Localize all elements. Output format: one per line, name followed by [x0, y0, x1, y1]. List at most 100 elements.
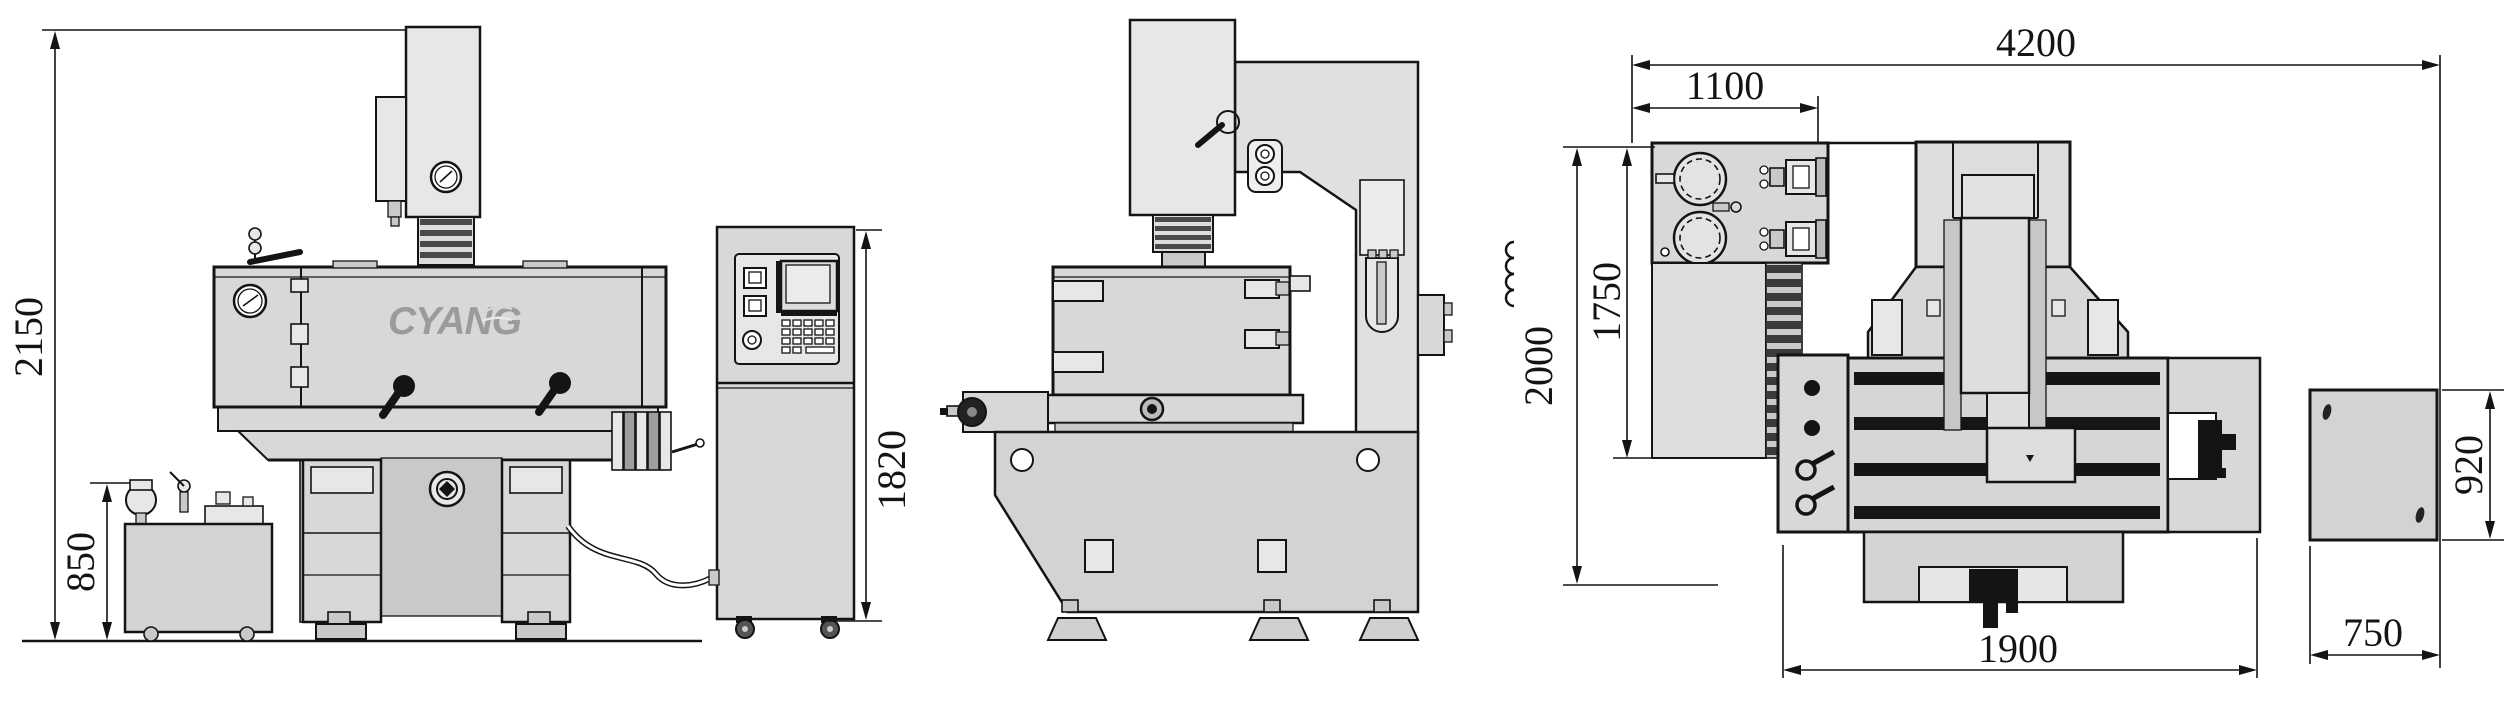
- hook-lever: [1795, 494, 1817, 516]
- dim-label-overall-width: 4200: [1996, 20, 2076, 65]
- control-knob: [742, 330, 762, 350]
- control-cabinet-front: [708, 225, 856, 639]
- machine-stand: [217, 403, 713, 640]
- tank-clamp: [1244, 279, 1280, 299]
- work-tank-body: [212, 265, 668, 409]
- dielectric-tank-unit: [123, 471, 274, 642]
- arrowhead: [50, 622, 60, 640]
- arrowhead: [2485, 521, 2495, 539]
- dim-machine-depth: 1750: [1584, 148, 1658, 459]
- cabinet-dot: [2415, 507, 2425, 523]
- clamp-knob: [549, 372, 571, 394]
- panel-dot: [1804, 420, 1820, 436]
- machine-head: [375, 25, 482, 294]
- door-latch: [290, 278, 309, 293]
- pipe-block: [204, 505, 264, 525]
- ram-plan: [1943, 216, 2077, 484]
- pump-motor-plan: [1759, 219, 1827, 259]
- clamp-knob: [393, 375, 415, 397]
- arrowhead: [1632, 103, 1650, 113]
- arrowhead: [50, 31, 60, 49]
- dim-controller-width: 750: [2309, 546, 2440, 664]
- handwheel: [428, 470, 466, 508]
- dim-overall-width: 4200: [1631, 20, 2441, 668]
- brand-logo: CYANG: [388, 300, 523, 343]
- arrowhead: [2422, 60, 2440, 70]
- crank-handle: [671, 442, 699, 454]
- dim-overall-height: 2150: [6, 29, 407, 640]
- controller-plan: [2308, 388, 2439, 542]
- arrowhead: [1632, 60, 1650, 70]
- top-plan-view: 4200 1100 2000 1750: [1516, 20, 2504, 678]
- leveling-foot: [315, 623, 367, 640]
- door-hinge: [290, 323, 309, 345]
- arrowhead: [861, 602, 871, 620]
- dim-overall-depth: 2000: [1516, 146, 1718, 586]
- dim-label-overall-height: 2150: [6, 297, 51, 377]
- tank-plan: [1651, 262, 1767, 459]
- dim-label-cabinet-height: 1820: [869, 430, 914, 510]
- filter-stack: [611, 411, 705, 471]
- arrowhead: [2422, 650, 2440, 660]
- dim-label-controller-depth: 920: [2446, 435, 2491, 495]
- arrowhead: [1572, 566, 1582, 584]
- filter-unit-plan: [1650, 141, 1830, 266]
- cable-inlet: [708, 569, 720, 586]
- arrowhead: [2485, 391, 2495, 409]
- work-tank-side: [1051, 265, 1311, 397]
- t-slot: [1854, 506, 2160, 519]
- arrowhead: [861, 231, 871, 249]
- rear-connector-box: [1417, 294, 1445, 356]
- arrowhead: [2310, 650, 2328, 660]
- dim-controller-depth: 920: [2442, 389, 2504, 541]
- head-box-side: [1128, 18, 1237, 217]
- cross-feed-unit: [940, 391, 1049, 433]
- right-wing-plan: [2166, 356, 2262, 534]
- tank-foot: [239, 626, 255, 642]
- dim-tank-unit-height: 850: [58, 482, 148, 640]
- dim-base-width: 1900: [1782, 538, 2258, 678]
- arrowhead: [1622, 440, 1632, 458]
- leveling-foot: [515, 623, 567, 640]
- work-tank: CYANG: [212, 227, 668, 419]
- table-slab: [1043, 393, 1305, 425]
- dim-label-controller-width: 750: [2343, 610, 2403, 655]
- leveling-foot: [1248, 617, 1310, 641]
- hook-lever: [1795, 459, 1817, 481]
- tank-clamp: [1244, 329, 1280, 349]
- arrowhead: [1800, 103, 1818, 113]
- dim-label-overall-depth: 2000: [1516, 326, 1561, 406]
- base-hole: [1356, 448, 1380, 472]
- logo-swirl: [483, 305, 513, 314]
- tank-lever: [247, 227, 303, 265]
- arrowhead: [102, 622, 112, 640]
- base-hole: [1010, 448, 1034, 472]
- column-panel: [1359, 179, 1405, 256]
- dim-label-base-width: 1900: [1978, 626, 2058, 671]
- dim-filter-unit-width: 1100: [1632, 63, 1819, 143]
- machine-base-side: [993, 430, 1420, 641]
- panel-dot: [1804, 380, 1820, 396]
- side-accessory-panel: [1776, 353, 1850, 534]
- filter-lid: [1672, 151, 1728, 207]
- arrowhead: [1783, 665, 1801, 675]
- tank-body: [123, 522, 274, 634]
- side-view: [940, 18, 1515, 641]
- arrowhead: [2239, 665, 2257, 675]
- arrowhead: [1572, 148, 1582, 166]
- column-bracket: [1365, 249, 1399, 333]
- pump-motor-plan: [1759, 157, 1827, 197]
- dim-cabinet-height: 1820: [828, 229, 914, 622]
- power-cable: [565, 524, 713, 589]
- bed-lower-block: [1862, 530, 2125, 628]
- dim-label-machine-depth: 1750: [1584, 262, 1629, 342]
- tank-foot: [143, 626, 159, 642]
- saddle-tray: [235, 430, 645, 461]
- door-hinge: [290, 366, 309, 388]
- filter-lid: [1672, 210, 1728, 266]
- leveling-foot: [1046, 617, 1108, 641]
- dim-label-tank-unit-height: 850: [58, 532, 103, 592]
- arrowhead: [1622, 148, 1632, 166]
